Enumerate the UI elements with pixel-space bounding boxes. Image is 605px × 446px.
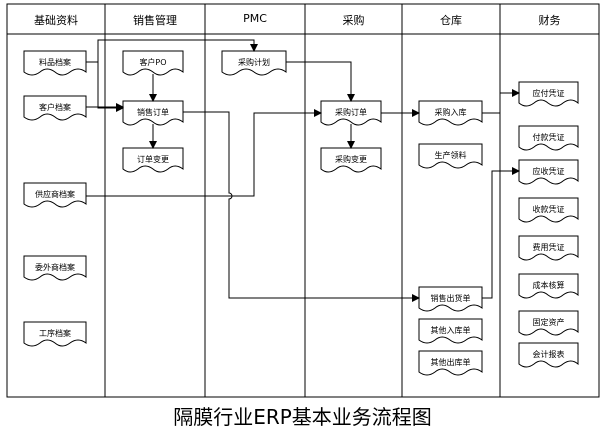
- node-other-receipt: 其他入库单: [430, 326, 471, 335]
- node-shape-outsourcing-master: [23, 255, 87, 281]
- edge-item-to-purchase-plan: [97, 39, 258, 62]
- node-shape-item-master: [23, 50, 87, 76]
- node-sales-order: 销售订单: [137, 108, 169, 117]
- node-shape-purchase-plan: [221, 50, 287, 76]
- edge-plan-to-purchase-order: [286, 61, 355, 102]
- edge-sales-order-to-delivery: [183, 111, 420, 302]
- swimlane-frame: [6, 3, 600, 398]
- node-shape-other-issue: [418, 350, 483, 376]
- node-expense-voucher: 费用凭证: [532, 243, 565, 252]
- node-shape-customer-po: [122, 50, 184, 76]
- edge-item-to-sales-order: [86, 61, 124, 112]
- node-shape-process-master: [23, 321, 87, 347]
- lane-header-finance: 财务: [538, 14, 561, 27]
- diagram-canvas: [6, 3, 600, 398]
- node-shape-fixed-assets: [518, 310, 579, 336]
- edge-receipt-to-payable: [482, 89, 520, 114]
- node-shape-purchase-receipt: [418, 100, 483, 126]
- connectors: [86, 39, 520, 302]
- node-shape-order-change: [122, 147, 184, 173]
- node-item-master: 料品档案: [39, 58, 71, 67]
- node-production-issue: 生产领料: [434, 151, 467, 160]
- process-boxes: [23, 50, 579, 376]
- node-shape-receipt-voucher: [518, 197, 579, 223]
- node-shape-production-issue: [418, 143, 483, 169]
- node-shape-other-receipt: [418, 318, 483, 344]
- diagram-title: 隔膜行业ERP基本业务流程图: [173, 405, 432, 429]
- node-shape-receivable-voucher: [518, 159, 579, 185]
- edge-delivery-to-receivable: [482, 167, 520, 299]
- node-purchase-change: 采购变更: [335, 155, 367, 164]
- node-accounting-reports: 会计报表: [532, 350, 565, 359]
- node-shape-expense-voucher: [518, 235, 579, 261]
- node-shape-payable-voucher: [518, 81, 579, 107]
- node-shape-purchase-change: [320, 147, 382, 173]
- node-order-change: 订单变更: [137, 155, 169, 164]
- node-outsourcing-master: 委外商档案: [35, 263, 75, 272]
- lane-header-sales: 销售管理: [133, 14, 177, 27]
- node-shape-accounting-reports: [518, 342, 579, 368]
- lane-header-pmc: PMC: [243, 12, 267, 25]
- node-cost-accounting: 成本核算: [532, 281, 565, 290]
- node-receipt-voucher: 收款凭证: [532, 205, 565, 214]
- node-sales-delivery: 销售出货单: [430, 294, 471, 303]
- node-supplier-master: 供应商档案: [35, 190, 75, 199]
- node-shape-supplier-master: [23, 182, 87, 208]
- node-payment-voucher: 付款凭证: [532, 133, 565, 142]
- lane-header-basic-data: 基础资料: [34, 14, 78, 27]
- node-fixed-assets: 固定资产: [532, 318, 565, 327]
- lane-header-purchasing: 采购: [342, 14, 365, 27]
- node-purchase-receipt: 采购入库: [434, 108, 467, 117]
- node-shape-payment-voucher: [518, 125, 579, 151]
- node-other-issue: 其他出库单: [430, 358, 471, 367]
- node-purchase-order: 采购订单: [335, 108, 367, 117]
- node-customer-master: 客户档案: [39, 103, 71, 112]
- node-shape-sales-order: [122, 100, 184, 126]
- edge-supplier-to-purchase-order: [86, 109, 322, 197]
- node-payable-voucher: 应付凭证: [532, 89, 565, 98]
- node-customer-po: 客户PO: [139, 58, 167, 67]
- node-shape-cost-accounting: [518, 273, 579, 299]
- node-shape-sales-delivery: [418, 286, 483, 312]
- node-shape-customer-master: [23, 95, 87, 121]
- node-receivable-voucher: 应收凭证: [532, 167, 565, 176]
- lane-header-warehouse: 仓库: [440, 14, 462, 27]
- node-shape-purchase-order: [320, 100, 382, 126]
- node-purchase-plan: 采购计划: [238, 58, 270, 67]
- node-process-master: 工序档案: [39, 329, 71, 338]
